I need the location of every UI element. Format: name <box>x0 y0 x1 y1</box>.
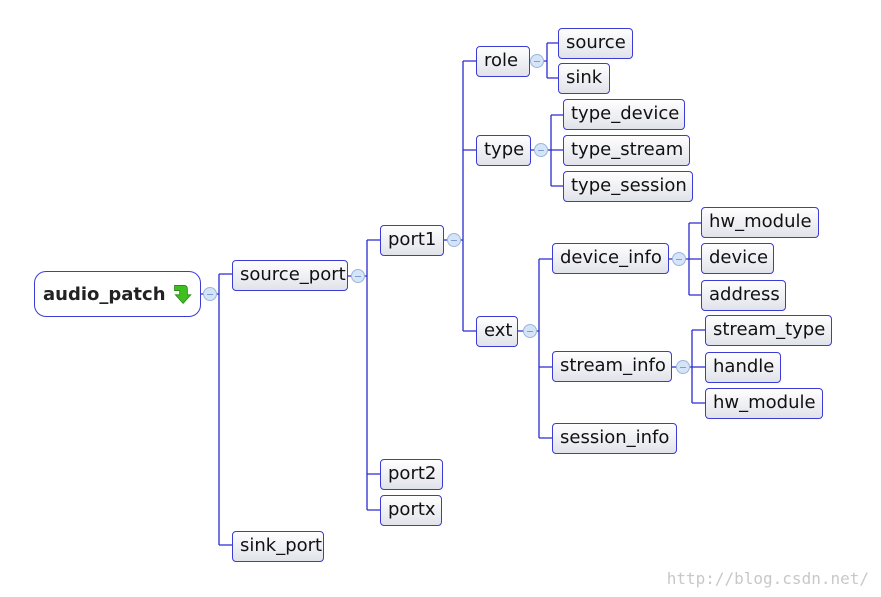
node-portx[interactable]: portx <box>380 495 442 526</box>
node-sink-port[interactable]: sink_port <box>232 531 324 562</box>
node-port2[interactable]: port2 <box>380 459 443 490</box>
node-role-source[interactable]: source <box>558 28 633 59</box>
ext-collapse-toggle[interactable] <box>523 324 537 338</box>
node-type-session[interactable]: type_session <box>563 171 693 202</box>
node-stream-hw-module[interactable]: hw_module <box>705 388 823 419</box>
source-port-collapse-toggle[interactable] <box>351 269 365 283</box>
node-stream-info[interactable]: stream_info <box>552 351 672 382</box>
green-down-arrow-icon <box>173 285 192 305</box>
node-device-device[interactable]: device <box>701 243 774 274</box>
node-ext[interactable]: ext <box>476 316 518 347</box>
node-type-stream[interactable]: type_stream <box>563 135 690 166</box>
node-stream-handle[interactable]: handle <box>705 352 781 383</box>
role-collapse-toggle[interactable] <box>530 54 544 68</box>
node-session-info[interactable]: session_info <box>552 423 677 454</box>
node-type-device[interactable]: type_device <box>563 99 685 130</box>
node-stream-type[interactable]: stream_type <box>705 315 832 346</box>
watermark-url: http://blog.csdn.net/ <box>666 569 869 588</box>
root-node-audio-patch[interactable]: audio_patch <box>34 271 201 317</box>
node-device-address[interactable]: address <box>701 280 786 311</box>
root-node-label: audio_patch <box>43 283 166 305</box>
node-device-hw-module[interactable]: hw_module <box>701 207 819 238</box>
port1-collapse-toggle[interactable] <box>447 233 461 247</box>
audio-patch-collapse-toggle[interactable] <box>203 287 217 301</box>
node-role-sink[interactable]: sink <box>558 63 610 94</box>
node-type[interactable]: type <box>476 135 531 166</box>
device-info-collapse-toggle[interactable] <box>672 252 686 266</box>
stream-info-collapse-toggle[interactable] <box>676 360 690 374</box>
node-role[interactable]: role <box>476 46 530 77</box>
node-device-info[interactable]: device_info <box>552 243 669 274</box>
node-port1[interactable]: port1 <box>380 225 444 256</box>
type-collapse-toggle[interactable] <box>534 143 548 157</box>
node-source-port[interactable]: source_port <box>232 260 348 291</box>
